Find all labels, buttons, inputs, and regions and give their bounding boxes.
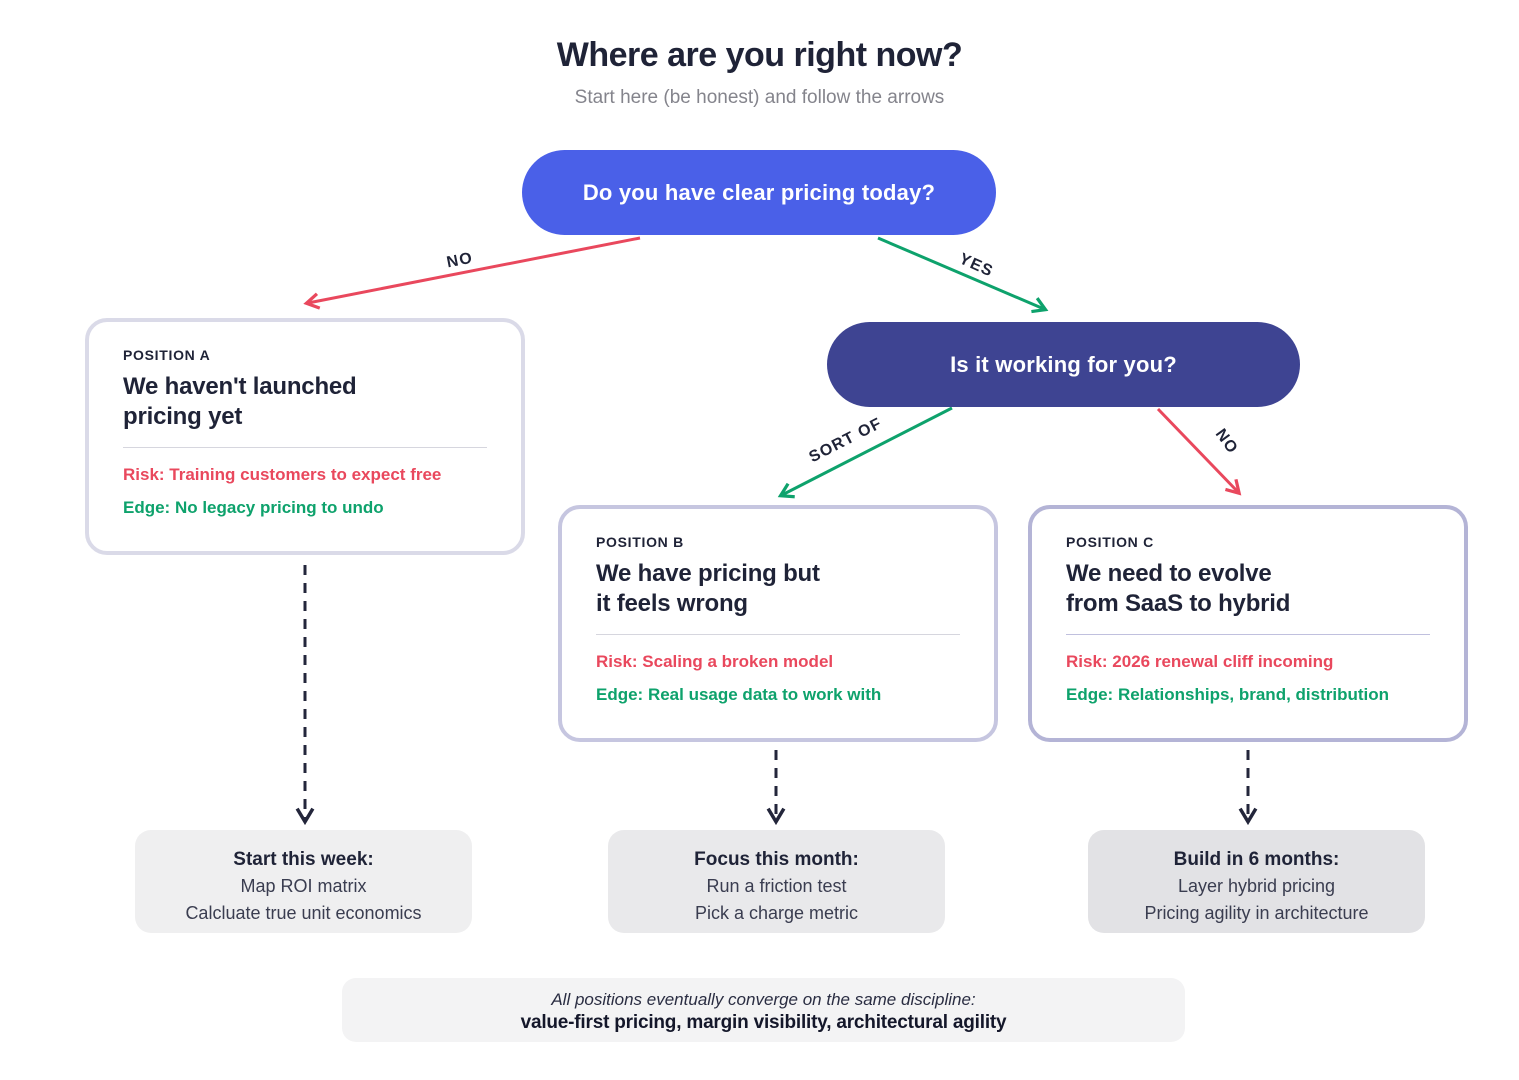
edge-label-yes: YES	[956, 250, 996, 281]
divider	[123, 447, 487, 448]
action-heading: Focus this month:	[694, 849, 859, 870]
position-a-risk: Risk: Training customers to expect free	[123, 465, 442, 484]
action-line: Pricing agility in architecture	[1144, 903, 1369, 923]
position-b-risk: Risk: Scaling a broken model	[596, 652, 834, 671]
page-title: Where are you right now?	[556, 36, 963, 74]
action-line: Map ROI matrix	[240, 876, 367, 896]
action-heading: Build in 6 months:	[1173, 849, 1340, 870]
position-a-title: We haven't launched pricing yet	[123, 373, 357, 430]
divider	[596, 634, 960, 635]
page-subtitle: Start here (be honest) and follow the ar…	[574, 87, 945, 108]
position-c-edge: Edge: Relationships, brand, distribution	[1066, 685, 1390, 704]
question-node-pricing-today: Do you have clear pricing today?	[522, 150, 996, 235]
action-line: Pick a charge metric	[694, 903, 859, 923]
edge-label-no-right: NO	[1211, 426, 1242, 458]
position-b-edge: Edge: Real usage data to work with	[596, 685, 882, 704]
position-c-title: We need to evolve from SaaS to hybrid	[1066, 560, 1291, 617]
position-c-kicker: POSITION C	[1066, 534, 1154, 550]
position-c-card: POSITION C We need to evolve from SaaS t…	[1028, 505, 1468, 742]
edge-label-no-left: NO	[445, 249, 475, 272]
position-a-card: POSITION A We haven't launched pricing y…	[85, 318, 525, 555]
edge-label-sort-of: SORT OF	[806, 414, 886, 467]
position-b-kicker: POSITION B	[596, 534, 684, 550]
question-node-is-it-working: Is it working for you?	[827, 322, 1300, 407]
action-line: Layer hybrid pricing	[1177, 876, 1336, 896]
position-b-card: POSITION B We have pricing but it feels …	[558, 505, 998, 742]
action-line: Run a friction test	[706, 876, 847, 896]
footer-statement: All positions eventually converge on the…	[551, 990, 976, 1009]
question-node-label: Do you have clear pricing today?	[582, 179, 936, 205]
footer-disciplines: value-first pricing, margin visibility, …	[520, 1012, 1007, 1033]
action-card-build-6-months: Build in 6 months: Layer hybrid pricing …	[1088, 830, 1425, 933]
question-node-label: Is it working for you?	[950, 351, 1177, 377]
position-b-title: We have pricing but it feels wrong	[596, 560, 820, 617]
action-line: Calcluate true unit economics	[185, 903, 422, 923]
position-a-edge: Edge: No legacy pricing to undo	[123, 498, 384, 517]
action-heading: Start this week:	[233, 849, 374, 870]
action-card-focus-this-month: Focus this month: Run a friction test Pi…	[608, 830, 945, 933]
arrow-yes-to-question2	[877, 236, 1049, 314]
action-card-start-this-week: Start this week: Map ROI matrix Calcluat…	[135, 830, 472, 933]
arrow-no-to-position-a	[303, 236, 641, 310]
position-a-kicker: POSITION A	[123, 347, 211, 363]
divider	[1066, 634, 1430, 635]
position-c-risk: Risk: 2026 renewal cliff incoming	[1066, 652, 1334, 671]
convergence-footer: All positions eventually converge on the…	[342, 978, 1185, 1042]
